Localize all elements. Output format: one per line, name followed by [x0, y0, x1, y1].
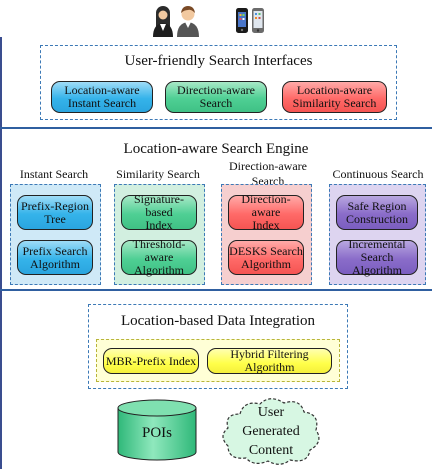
- engine-layer-divider: [0, 289, 432, 291]
- header-icons: [153, 6, 264, 37]
- column-title-continuous-search: Continuous Search: [332, 166, 424, 181]
- user-male-icon: [177, 6, 199, 37]
- box-label-line2: Index: [145, 218, 173, 232]
- interface-layer: User-friendly Search Interfaces Location…: [40, 45, 397, 120]
- box-label-line1: Location-aware: [64, 83, 140, 97]
- integration-layer-title: Location-based Data Integration: [120, 312, 316, 329]
- box-label-line2: Search: [199, 96, 233, 110]
- interface-layer-title: User-friendly Search Interfaces: [124, 52, 313, 69]
- mbr-prefix-index-box: MBR-Prefix Index: [103, 348, 199, 374]
- integration-layer: Location-based Data Integration MBR-Pref…: [88, 304, 348, 389]
- box-label-line2: Instant Search: [67, 96, 137, 110]
- box-label-line1: DESKS Search: [229, 243, 303, 258]
- column-title-direction-aware-search: Direction-aware Search: [229, 159, 307, 188]
- cloud-label-line2: Generated: [242, 423, 300, 439]
- interface-layer-divider: [0, 127, 432, 129]
- hybrid-filtering-algorithm-box: Hybrid Filtering Algorithm: [207, 348, 332, 374]
- column-title-similarity-search: Similarity Search: [116, 166, 200, 181]
- user-female-icon: [153, 6, 173, 37]
- cloud-label-line1: User: [257, 404, 285, 420]
- cloud-label-line3: Content: [248, 442, 294, 458]
- column-title-instant-search: Instant Search: [19, 166, 89, 181]
- poi-database: [117, 399, 197, 461]
- box-label-line2: Similarity Search: [292, 96, 377, 110]
- box-label-line2: Algorithm: [134, 263, 184, 277]
- phone-white-icon: [252, 8, 264, 33]
- box-label-line1: Safe Region: [347, 198, 407, 213]
- box-label-line1: Incremental: [348, 237, 406, 251]
- integration-layer-edge: [0, 291, 2, 469]
- interface-layer-edge: [0, 37, 2, 127]
- engine-layer-edge: [0, 129, 2, 289]
- box-label-line1: Prefix-Region: [21, 198, 89, 213]
- box-label-line2: Algorithm: [29, 256, 80, 271]
- box-label-line2: Search Algorithm: [352, 250, 402, 277]
- box-label-line2: Tree: [44, 211, 66, 226]
- box-label-line2: Algorithm: [240, 256, 291, 271]
- box-label-line1: Direction-aware: [177, 83, 255, 97]
- phone-black-icon: [236, 8, 248, 33]
- box-label-line1: Threshold-aware: [132, 237, 186, 264]
- engine-layer-title: Location-aware Search Engine: [123, 140, 309, 157]
- box-label-line1: Signature-based: [134, 192, 184, 219]
- user-content-cloud: [222, 398, 320, 465]
- box-label-line1: Prefix Search: [22, 243, 88, 258]
- poi-label: POIs: [141, 424, 172, 441]
- integration-inner-group: MBR-Prefix Index Hybrid Filtering Algori…: [96, 339, 340, 382]
- box-label-line1: Location-aware: [296, 83, 373, 97]
- box-label-line2: Index: [252, 218, 280, 232]
- box-label-line1: Direction-aware: [241, 192, 291, 219]
- box-label-line2: Construction: [346, 211, 408, 226]
